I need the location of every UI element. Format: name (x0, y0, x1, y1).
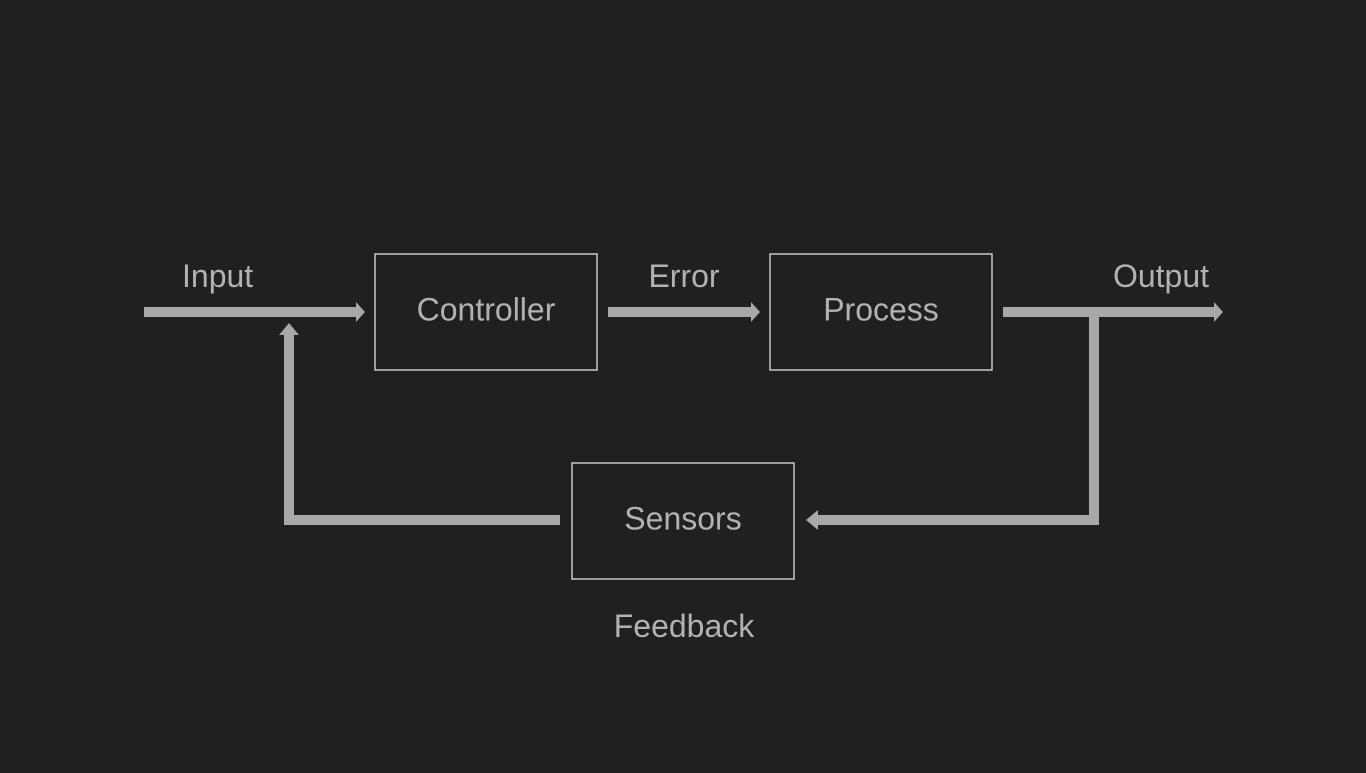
output-arrow-head (1214, 302, 1223, 322)
error-label: Error (648, 258, 719, 294)
error-arrow (608, 302, 760, 322)
feedback-to-input-head (279, 323, 299, 335)
feedback-to-sensors-shaft (818, 307, 1099, 525)
output-arrow (1003, 302, 1223, 322)
controller-label: Controller (417, 291, 556, 327)
process-label: Process (823, 291, 939, 327)
input-label: Input (182, 258, 253, 294)
feedback-to-input-shaft (284, 335, 560, 525)
controller-box (374, 253, 598, 371)
feedback-to-sensors-head (806, 510, 818, 530)
error-arrow-head (751, 302, 760, 322)
sensors-box (571, 462, 795, 580)
sensors-node: Sensors (571, 462, 795, 580)
input-arrow (144, 302, 365, 322)
sensors-label: Sensors (624, 500, 741, 536)
feedback-label: Feedback (614, 608, 756, 644)
feedback-to-sensors-arrow (806, 307, 1099, 530)
process-box (769, 253, 993, 371)
feedback-to-input-arrow (279, 323, 560, 525)
input-arrow-head (356, 302, 365, 322)
output-label: Output (1113, 258, 1209, 294)
controller-node: Controller (374, 253, 598, 371)
process-node: Process (769, 253, 993, 371)
